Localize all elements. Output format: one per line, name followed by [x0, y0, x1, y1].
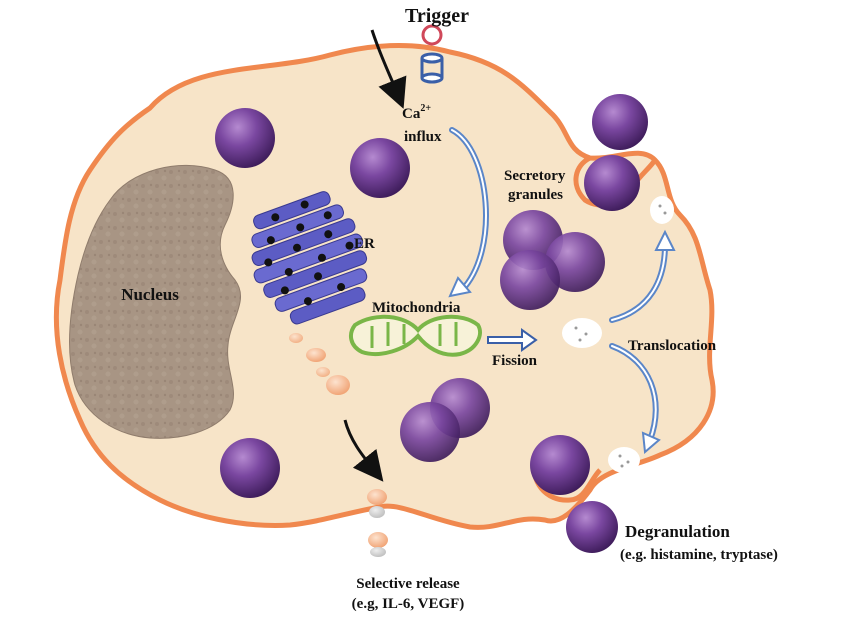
- released-vesicles: [367, 489, 388, 557]
- mitochondria-label: Mitochondria: [372, 300, 461, 316]
- receptor-icon: [420, 24, 444, 84]
- empty-granules: [562, 196, 674, 473]
- translocation-arrows: [609, 229, 676, 454]
- selective-release-examples: (e.g, IL-6, VEGF): [352, 596, 465, 612]
- nucleus-label: Nucleus: [121, 285, 179, 304]
- trigger-arrow: [370, 29, 407, 109]
- ca-to-mito-arrow: [448, 127, 489, 298]
- granule: [545, 232, 605, 292]
- selective-release-label: Selective release: [356, 576, 460, 592]
- selective-release-arrow: [343, 419, 384, 482]
- granule: [530, 435, 590, 495]
- degranulation-label: Degranulation: [625, 522, 730, 541]
- mitochondria: [348, 314, 482, 357]
- granule: [566, 501, 618, 553]
- er-vesicles: [289, 333, 350, 395]
- er-label: ER: [354, 236, 375, 252]
- fission-arrow: [487, 328, 538, 352]
- endoplasmic-reticulum: [251, 191, 368, 325]
- trigger-label: Trigger: [405, 5, 469, 27]
- secretory-label-line2: granules: [508, 187, 563, 203]
- svg-text:Ca2+: Ca2+: [402, 103, 431, 122]
- ca-superscript: 2+: [420, 103, 431, 114]
- translocation-label: Translocation: [628, 338, 717, 354]
- granule: [500, 250, 560, 310]
- ca-influx-label: Ca2+ influx: [402, 103, 442, 145]
- influx-text: influx: [404, 129, 442, 145]
- granule: [592, 94, 648, 150]
- granule: [220, 438, 280, 498]
- granule: [584, 155, 640, 211]
- ca-text: Ca: [402, 106, 421, 122]
- nucleus: [68, 164, 241, 439]
- granule: [215, 108, 275, 168]
- granule: [350, 138, 410, 198]
- degranulation-examples: (e.g. histamine, tryptase): [620, 547, 778, 563]
- granule: [400, 402, 460, 462]
- secretory-granules: [215, 94, 648, 553]
- secretory-label-line1: Secretory: [504, 168, 566, 184]
- fission-label: Fission: [492, 353, 538, 369]
